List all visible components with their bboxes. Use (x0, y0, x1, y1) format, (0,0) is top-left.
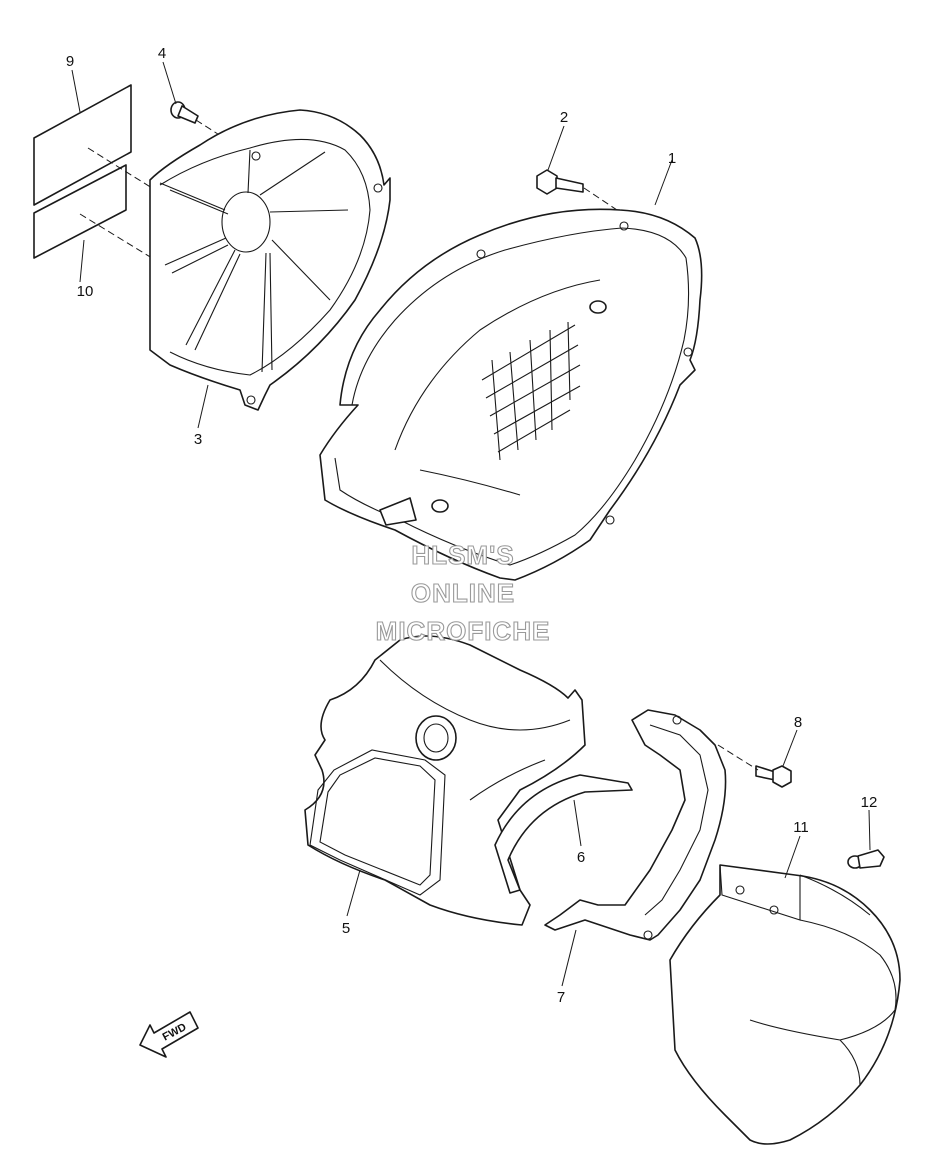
part-10-label (33, 164, 127, 259)
fwd-direction-arrow-icon: FWD (139, 1011, 199, 1058)
part-8-bolt (755, 765, 792, 788)
part-1-fan-shroud (319, 208, 703, 581)
watermark-line-1: HLSM'S (411, 540, 514, 570)
part-9-label (33, 84, 132, 206)
part-7-bracket (544, 709, 727, 941)
callout-8: 8 (794, 714, 802, 731)
part-12-plug (847, 849, 885, 869)
callout-1: 1 (668, 150, 676, 167)
callout-6: 6 (577, 849, 585, 866)
part-11-guard (669, 864, 901, 1145)
part-4-screw (170, 101, 199, 124)
callout-5: 5 (342, 920, 350, 937)
watermark-line-2: ONLINE (411, 578, 515, 608)
part-5-duct-cover (304, 635, 586, 926)
callout-4: 4 (158, 45, 166, 62)
callout-10: 10 (77, 283, 94, 300)
callout-11: 11 (793, 819, 809, 836)
callout-9: 9 (66, 53, 74, 70)
part-2-bolt (536, 169, 584, 195)
callout-2: 2 (560, 109, 568, 126)
watermark-line-3: MICROFICHE (376, 616, 551, 646)
watermark: HLSM'S ONLINE MICROFICHE (375, 539, 551, 646)
callout-12: 12 (861, 794, 878, 811)
callout-7: 7 (557, 989, 565, 1006)
part-3-outer-cover (149, 109, 391, 411)
ventilation-grille (481, 321, 581, 461)
callout-3: 3 (194, 431, 202, 448)
part-6-seal-strip (494, 774, 633, 894)
